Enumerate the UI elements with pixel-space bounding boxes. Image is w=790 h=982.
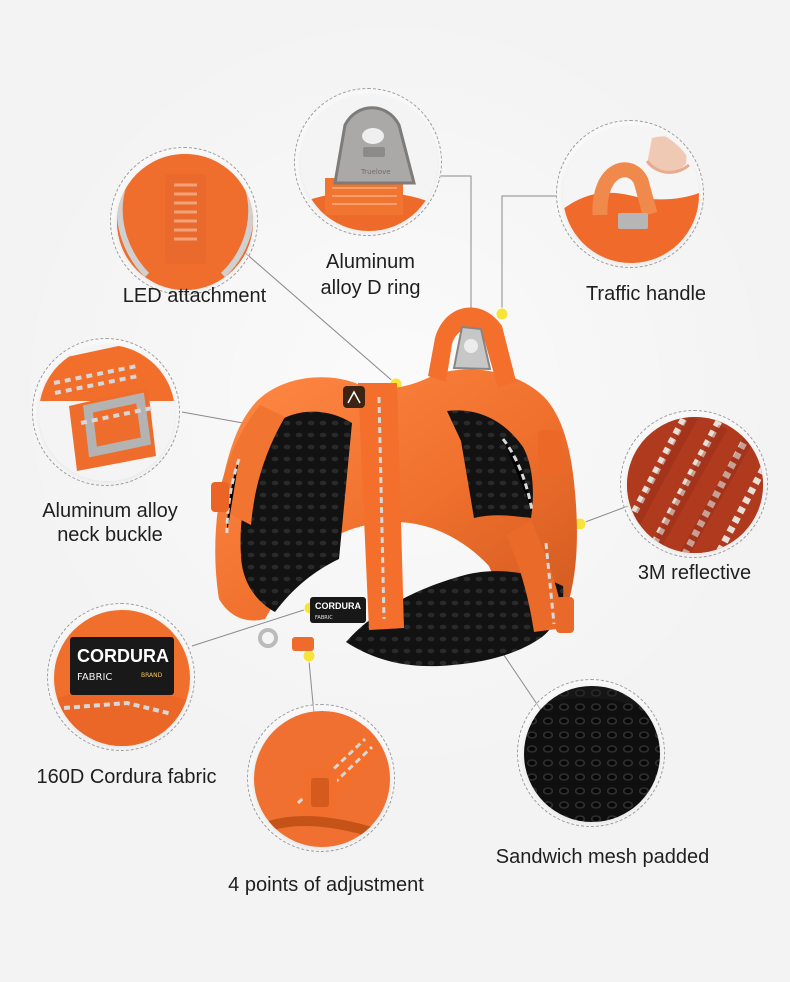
chest-strap xyxy=(358,383,404,630)
feature-label-neck-buckle-line-2: neck buckle xyxy=(57,524,163,546)
cordura-detail-circle: CORDURA FABRIC BRAND xyxy=(47,603,195,751)
feature-label-handle-text: Traffic handle xyxy=(585,283,707,305)
mesh-detail-image xyxy=(524,686,660,822)
side-buckle-left xyxy=(211,482,229,512)
feature-label-neck-buckle-line-1: Aluminum alloy xyxy=(42,500,178,522)
cordura-detail-brand: BRAND xyxy=(141,672,163,679)
front-loop-hardware xyxy=(258,628,278,648)
d-ring-detail-image: Truelove xyxy=(301,95,437,231)
right-side-strap xyxy=(506,520,564,632)
traffic-handle-detail-circle xyxy=(556,120,704,268)
feature-label-adjustment-text: 4 points of adjustment xyxy=(228,874,424,896)
side-buckle-right xyxy=(538,430,562,474)
feature-label-mesh-text: Sandwich mesh padded xyxy=(495,846,710,868)
feature-label-cordura-text: 160D Cordura fabric xyxy=(36,766,217,788)
neck-buckle-detail-circle xyxy=(32,338,180,486)
mesh-detail-circle xyxy=(517,679,665,827)
feature-label-adjustment: 4 points of adjustment xyxy=(222,873,430,897)
belly-mesh-panel xyxy=(346,571,564,667)
left-reflective-stitch xyxy=(225,458,241,534)
feature-label-d-ring-line-2: alloy D ring xyxy=(320,277,421,299)
feature-label-d-ring: Aluminum alloy D ring xyxy=(312,249,429,301)
reflective-detail-circle xyxy=(620,410,768,558)
back-logo-mark xyxy=(347,390,361,404)
left-mesh-panel xyxy=(240,411,352,612)
feature-label-reflective: 3M reflective xyxy=(632,561,757,585)
right-reflective-stitch xyxy=(544,542,556,625)
feature-label-mesh: Sandwich mesh padded xyxy=(491,845,714,869)
d-ring-hole xyxy=(464,339,478,353)
belly-adjuster-right xyxy=(556,597,574,633)
back-logo-patch xyxy=(343,386,365,408)
cordura-detail-fabric: FABRIC xyxy=(77,672,112,683)
right-mesh-panel xyxy=(447,410,533,518)
adjustment-detail-image xyxy=(254,711,390,847)
led-detail-circle xyxy=(110,147,258,295)
cordura-detail-wordmark: CORDURA xyxy=(77,646,169,666)
feature-label-led-text: LED attachment xyxy=(122,285,267,307)
feature-label-d-ring-line-1: Aluminum xyxy=(326,251,415,273)
cordura-detail-image: CORDURA FABRIC BRAND xyxy=(54,610,190,746)
front-adjuster-buckle xyxy=(292,637,314,651)
reflective-detail-image xyxy=(627,417,763,553)
cordura-label-fabric: FABRIC xyxy=(315,615,333,621)
led-detail-image xyxy=(117,154,253,290)
feature-label-reflective-text: 3M reflective xyxy=(637,562,752,584)
feature-label-handle: Traffic handle xyxy=(576,282,716,306)
cordura-label-patch xyxy=(310,597,366,623)
back-reflective-stitch xyxy=(501,438,534,511)
neck-buckle-detail-image xyxy=(39,345,175,481)
traffic-handle-shape xyxy=(428,307,516,388)
d-ring-engraving: Truelove xyxy=(360,168,391,176)
left-side-strap xyxy=(216,405,285,525)
feature-label-led: LED attachment xyxy=(117,284,272,308)
adjustment-detail-circle xyxy=(247,704,395,852)
feature-label-cordura: 160D Cordura fabric xyxy=(33,765,220,789)
cordura-label-wordmark: CORDURA xyxy=(315,601,361,611)
feature-label-neck-buckle: Aluminum alloy neck buckle xyxy=(33,499,187,547)
harness-product-image: CORDURA FABRIC xyxy=(211,307,577,667)
d-ring-detail-circle: Truelove xyxy=(294,88,442,236)
chest-reflective-stitch xyxy=(377,396,386,620)
traffic-handle-detail-image xyxy=(563,127,699,263)
